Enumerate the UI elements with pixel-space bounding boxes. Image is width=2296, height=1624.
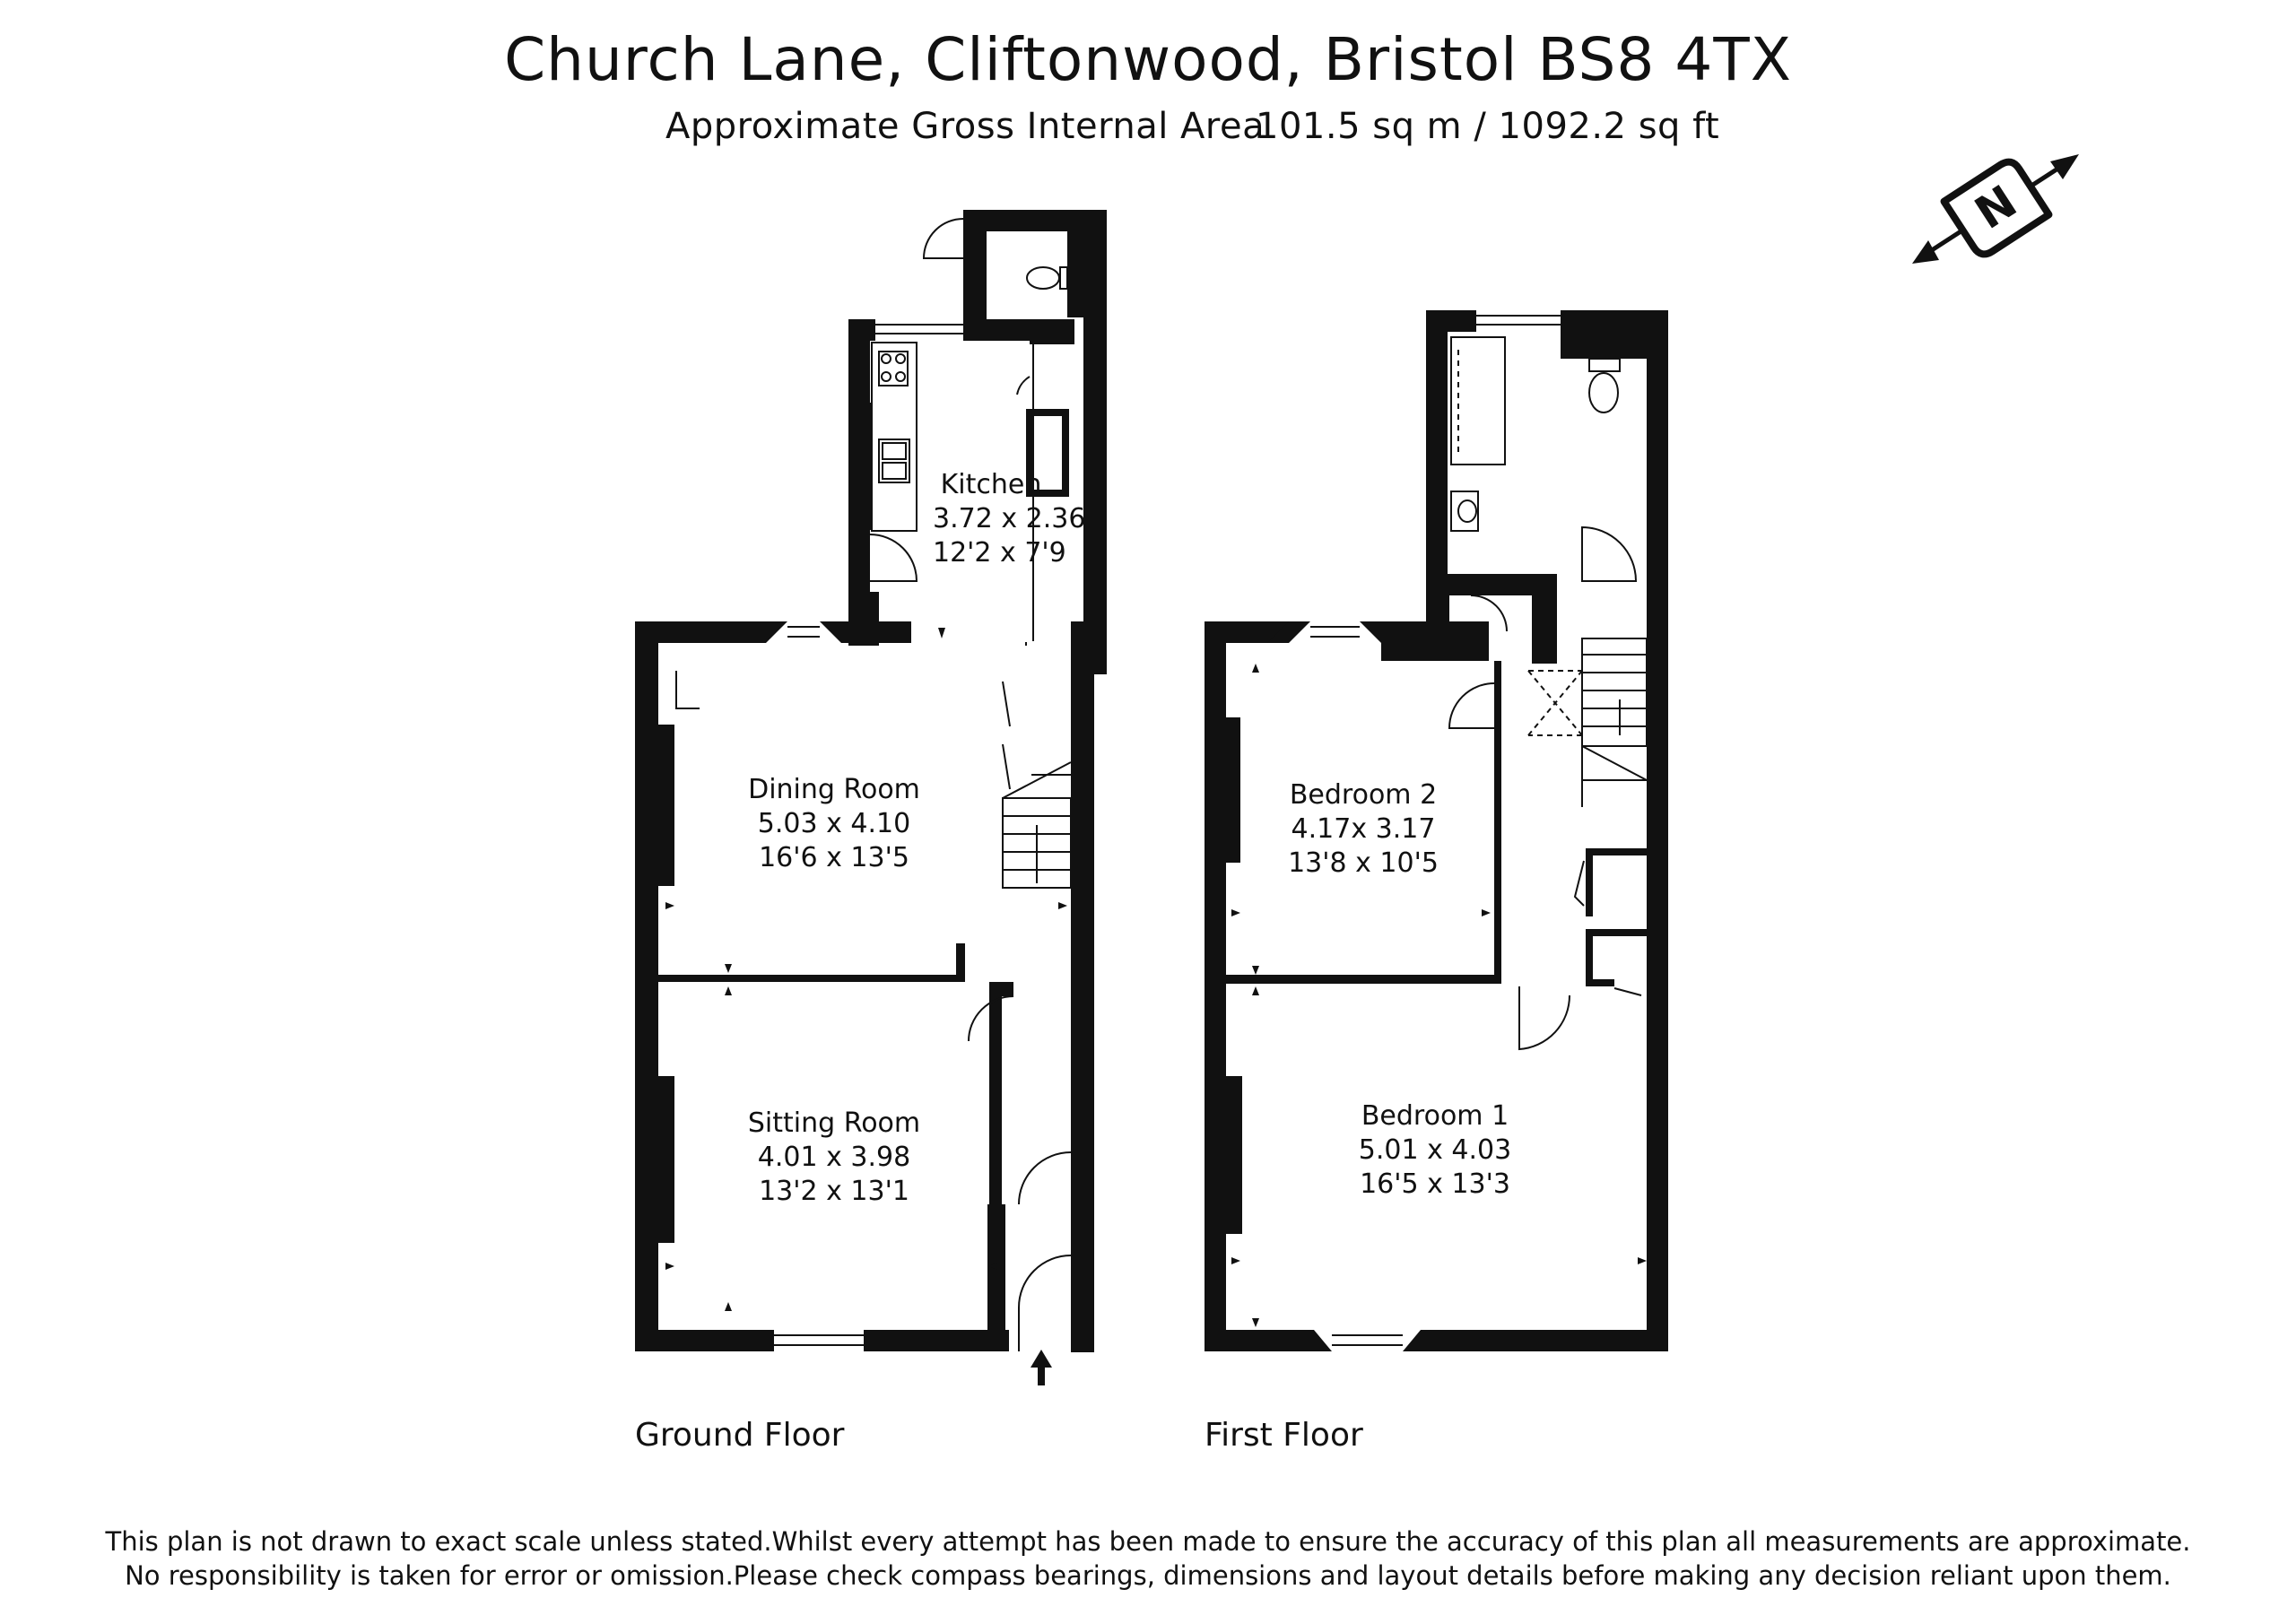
room-imperial: 13'8 x 10'5 (1288, 847, 1439, 879)
room-imperial: 13'2 x 13'1 (759, 1176, 909, 1207)
room-name: Bedroom 2 (1289, 779, 1438, 811)
room-metric: 4.01 x 3.98 (757, 1142, 911, 1173)
room-imperial: 12'2 x 7'9 (933, 537, 1066, 569)
north-compass-icon: N (1912, 154, 2079, 264)
room-sitting: Sitting Room 4.01 x 3.98 13'2 x 13'1 (726, 1107, 942, 1209)
first-floor-label: First Floor (1205, 1417, 1363, 1454)
room-imperial: 16'5 x 13'3 (1360, 1168, 1510, 1200)
property-address-title: Church Lane, Cliftonwood, Bristol BS8 4T… (504, 25, 1792, 94)
first-floor-plan (1205, 310, 1668, 1351)
room-dining: Dining Room 5.03 x 4.10 16'6 x 13'5 (726, 773, 942, 875)
room-metric: 3.72 x 2.36 (933, 503, 1086, 534)
gross-area-value: 101.5 sq m / 1092.2 sq ft (1256, 106, 1720, 147)
room-name: Sitting Room (747, 1107, 921, 1139)
disclaimer-line-2: No responsibility is taken for error or … (125, 1560, 2171, 1591)
room-name: Kitchen (940, 469, 1042, 500)
room-bedroom-2: Bedroom 2 4.17x 3.17 13'8 x 10'5 (1274, 778, 1453, 881)
room-name: Bedroom 1 (1361, 1100, 1509, 1132)
disclaimer-line-1: This plan is not drawn to exact scale un… (105, 1526, 2191, 1557)
room-name: Dining Room (748, 774, 920, 805)
room-metric: 5.01 x 4.03 (1358, 1134, 1512, 1166)
room-bedroom-1: Bedroom 1 5.01 x 4.03 16'5 x 13'3 (1345, 1099, 1525, 1202)
gross-area-label: Approximate Gross Internal Area (665, 106, 1265, 147)
ground-floor-label: Ground Floor (635, 1417, 845, 1454)
room-metric: 4.17x 3.17 (1291, 813, 1436, 845)
room-imperial: 16'6 x 13'5 (759, 842, 909, 873)
room-kitchen: Kitchen 3.72 x 2.36 12'2 x 7'9 (933, 468, 1086, 570)
room-metric: 5.03 x 4.10 (757, 808, 911, 839)
ground-floor-plan (635, 210, 1107, 1385)
